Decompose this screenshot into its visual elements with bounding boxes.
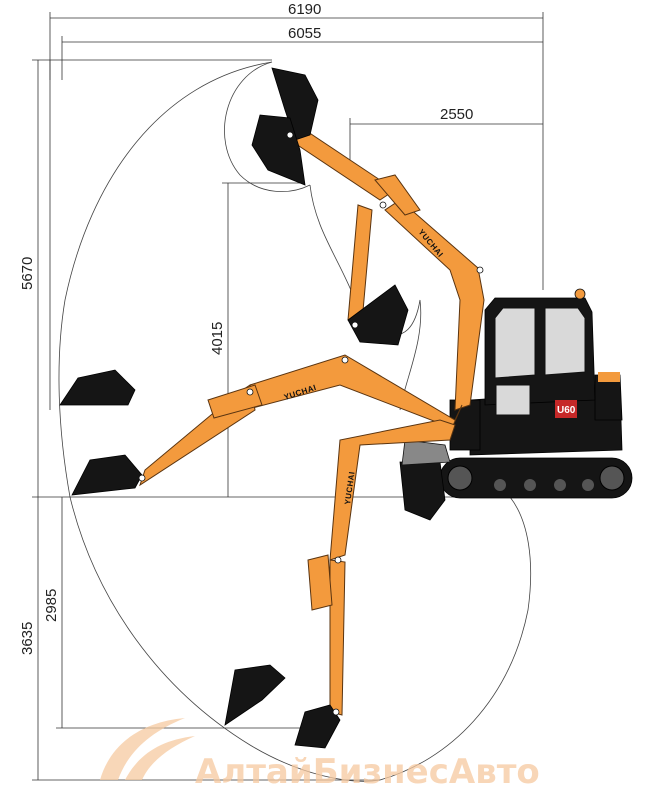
- model-badge: U60: [557, 405, 576, 416]
- dozer-blade-raised: [401, 439, 451, 466]
- dim-max-reach-ground: 6055: [288, 25, 321, 42]
- counterweight-stripe: [598, 372, 620, 382]
- cab-window-front: [494, 307, 536, 379]
- excavator-body: U60: [399, 288, 633, 521]
- cab-window-side: [544, 307, 586, 376]
- bucket-raised-open: [271, 67, 319, 141]
- dim-max-reach: 6190: [288, 1, 321, 18]
- arm-position-dig-depth: YUCHAI: [224, 419, 456, 749]
- dim-max-digging-height: 5670: [19, 257, 36, 290]
- outer-envelope-curve: [58, 61, 532, 782]
- dozer-blade: [399, 461, 446, 521]
- beacon-light: [574, 288, 586, 300]
- watermark-logo-icon: [100, 718, 195, 780]
- arm-position-raised: YUCHAI: [251, 67, 485, 411]
- dim-max-vertical-wall-depth: 2985: [43, 589, 60, 622]
- watermark: АлтайБизнесАвто: [100, 718, 540, 792]
- boom-cylinder-raised: [374, 174, 421, 216]
- dim-min-swing-radius: 2550: [440, 106, 473, 123]
- model-badge-bg: [555, 400, 577, 418]
- bucket-arc-top: [224, 61, 311, 192]
- cab-window-lower: [495, 384, 531, 416]
- boom-cylinder-dig: [307, 554, 333, 611]
- dim-max-dumping-height: 4015: [209, 322, 226, 355]
- track-rollers: [447, 465, 625, 491]
- watermark-text: АлтайБизнесАвто: [195, 752, 540, 792]
- dimension-labels: 6190 6055 2550 5670 4015 3635 2985: [19, 1, 473, 655]
- bucket-dig-mid: [224, 664, 286, 726]
- dim-max-digging-depth: 3635: [19, 622, 36, 655]
- arm-position-vertical: [347, 204, 409, 346]
- stick-raised: [289, 129, 396, 201]
- stick-dig: [329, 559, 346, 716]
- bucket-horizontal-high: [59, 369, 136, 406]
- bucket-horizontal-low: [71, 454, 143, 496]
- boom-horizontal: [244, 354, 463, 429]
- bucket-vertical: [347, 284, 409, 346]
